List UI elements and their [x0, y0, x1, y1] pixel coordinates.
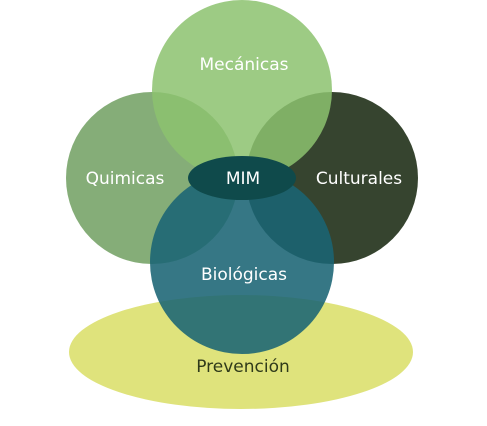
mecanicas-circle	[152, 0, 332, 180]
label-biologicas: Biológicas	[201, 265, 287, 285]
mim-center-ellipse	[188, 156, 296, 200]
label-culturales: Culturales	[316, 169, 402, 189]
label-mim: MIM	[226, 169, 260, 189]
label-mecanicas: Mecánicas	[199, 55, 288, 75]
label-prevencion: Prevención	[196, 357, 290, 377]
biologicas-circle	[150, 170, 334, 354]
label-quimicas: Quimicas	[86, 169, 165, 189]
